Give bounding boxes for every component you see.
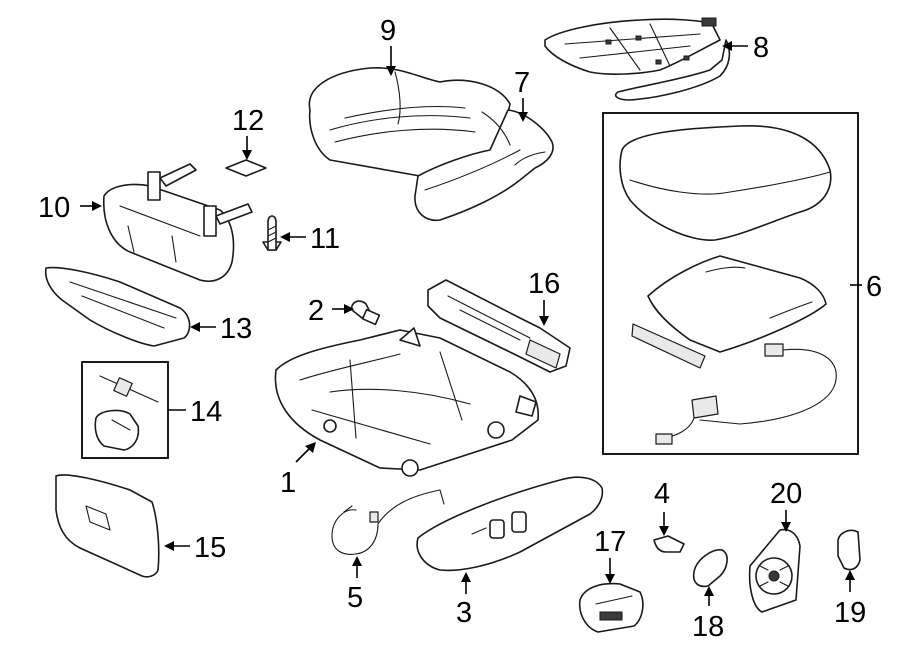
kit-frame-part-6 bbox=[602, 112, 859, 455]
label-part-12 bbox=[225, 159, 267, 177]
callout-17: 17 bbox=[594, 526, 626, 558]
switch-part-17 bbox=[578, 582, 644, 633]
seat-cushion-pad-part-9 bbox=[308, 67, 511, 177]
callout-2: 2 bbox=[308, 295, 324, 327]
occupant-sensor-cushion-part-6 bbox=[619, 125, 837, 445]
callout-13: 13 bbox=[220, 313, 252, 345]
callout-6: 6 bbox=[866, 271, 882, 303]
screw-part-11 bbox=[262, 215, 282, 251]
callout-15: 15 bbox=[194, 532, 226, 564]
callout-16: 16 bbox=[528, 268, 560, 300]
callout-3: 3 bbox=[456, 597, 472, 629]
harness-part-5 bbox=[331, 489, 445, 555]
knob-cap-part-18 bbox=[692, 549, 728, 588]
callout-18: 18 bbox=[692, 611, 724, 643]
callout-11: 11 bbox=[310, 223, 340, 255]
callout-1: 1 bbox=[280, 467, 296, 499]
callout-9: 9 bbox=[380, 15, 396, 47]
track-rail-part-16 bbox=[427, 279, 571, 373]
lumbar-switch-part-20 bbox=[748, 528, 801, 613]
clip-set-part-14 bbox=[94, 375, 159, 451]
callout-12: 12 bbox=[232, 105, 264, 137]
leaders bbox=[80, 41, 862, 606]
callout-14: 14 bbox=[190, 396, 222, 428]
callout-20: 20 bbox=[770, 478, 802, 510]
callout-19: 19 bbox=[834, 597, 866, 629]
knob-part-19 bbox=[837, 529, 861, 571]
trim-cover-part-13 bbox=[44, 266, 191, 347]
heater-mat-part-8 bbox=[544, 17, 731, 101]
shield-part-15 bbox=[55, 474, 160, 578]
knob-part-4 bbox=[653, 535, 685, 553]
callout-4: 4 bbox=[654, 478, 670, 510]
callout-8: 8 bbox=[753, 32, 769, 64]
seat-cushion-cover-part-7 bbox=[414, 109, 554, 221]
callout-5: 5 bbox=[347, 582, 363, 614]
callout-7: 7 bbox=[514, 67, 530, 99]
side-shield-part-3 bbox=[416, 476, 604, 572]
bolt-part-2 bbox=[350, 300, 381, 326]
bracket-part-10 bbox=[102, 163, 253, 282]
seat-frame-part-1 bbox=[274, 327, 539, 477]
callout-10: 10 bbox=[38, 192, 70, 224]
